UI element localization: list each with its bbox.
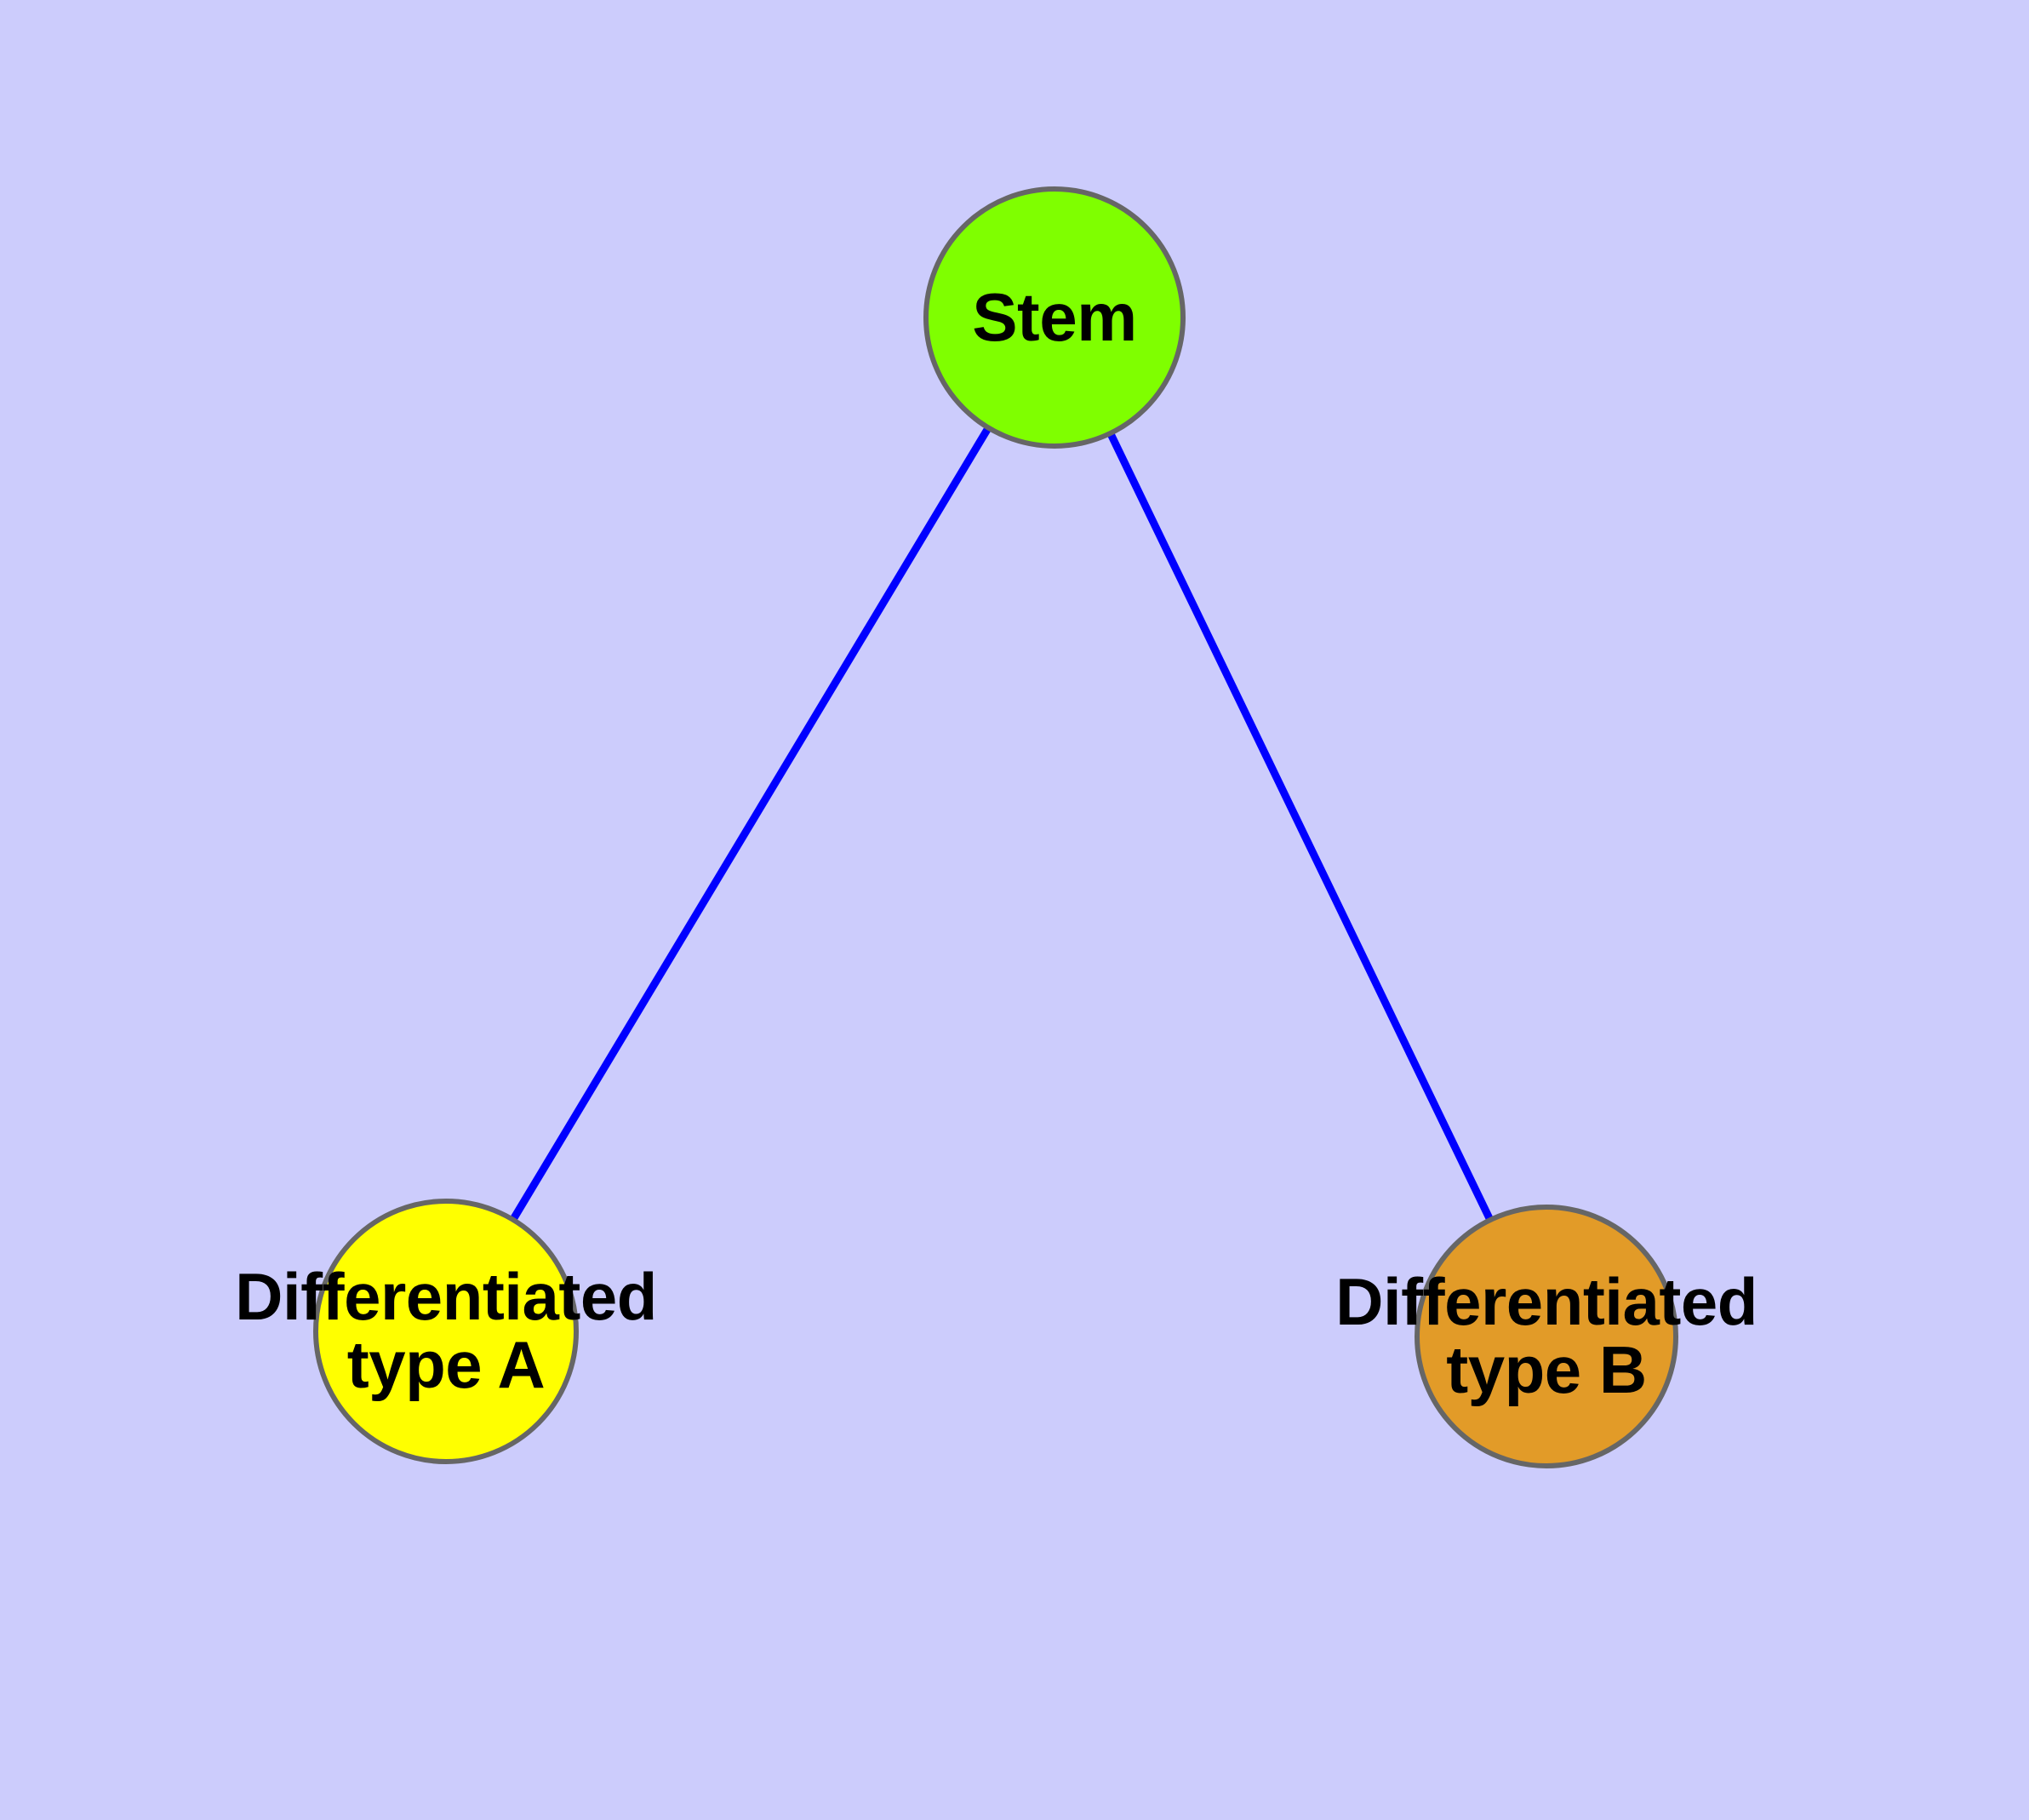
graph-node-stem[interactable]: [923, 186, 1186, 449]
edge-layer: [507, 422, 1495, 1225]
graph-edge-stem-to-b: [1105, 428, 1495, 1225]
graph-node-diff-b[interactable]: [1415, 1205, 1678, 1468]
graph-edge-stem-to-a: [507, 422, 994, 1225]
node-layer: [313, 186, 1678, 1468]
graph-node-diff-a[interactable]: [313, 1199, 579, 1464]
